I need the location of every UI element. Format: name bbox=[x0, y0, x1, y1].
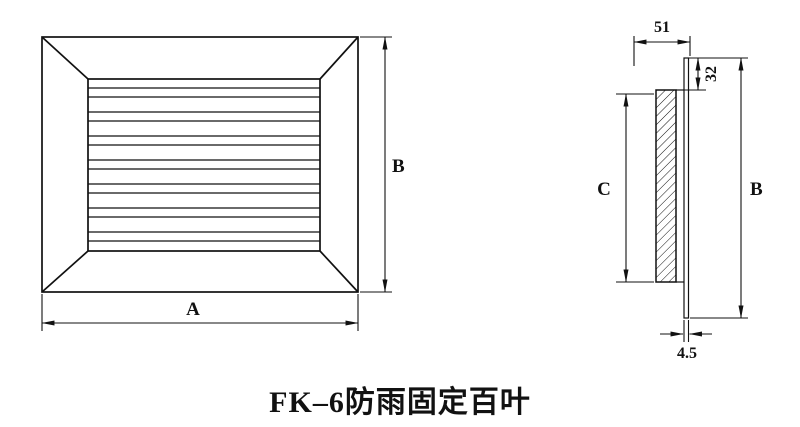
dim-depth bbox=[633, 36, 691, 66]
miter-line-bottom-left bbox=[41, 250, 89, 293]
dim-flange-thickness bbox=[660, 320, 712, 342]
front-inner-frame bbox=[87, 78, 321, 252]
louver-blades bbox=[88, 87, 320, 242]
dim-width-front bbox=[41, 294, 359, 331]
front-view bbox=[41, 36, 359, 293]
dim-label-flange-offset: 32 bbox=[703, 66, 720, 82]
dim-label-overall-height: B bbox=[750, 179, 763, 200]
miter-line-bottom-right bbox=[319, 250, 359, 293]
mounting-flange bbox=[683, 57, 690, 319]
dim-label-front-height: B bbox=[392, 156, 405, 177]
frame-section-hatched bbox=[655, 89, 677, 283]
dim-flange-offset bbox=[677, 57, 706, 91]
dim-label-flange-thickness: 4.5 bbox=[677, 345, 697, 362]
front-outer-frame bbox=[41, 36, 359, 293]
miter-line-top-right bbox=[319, 36, 359, 80]
dim-frame-height bbox=[616, 93, 654, 283]
dim-label-frame-height: C bbox=[597, 179, 611, 200]
side-view bbox=[655, 57, 690, 319]
dim-overall-height bbox=[690, 57, 748, 319]
dim-label-depth: 51 bbox=[654, 19, 670, 36]
drawing-title: FK–6防雨固定百叶 bbox=[269, 385, 531, 419]
dim-label-front-width: A bbox=[186, 299, 200, 320]
miter-line-top-left bbox=[41, 36, 89, 80]
dim-height-front bbox=[360, 36, 392, 293]
